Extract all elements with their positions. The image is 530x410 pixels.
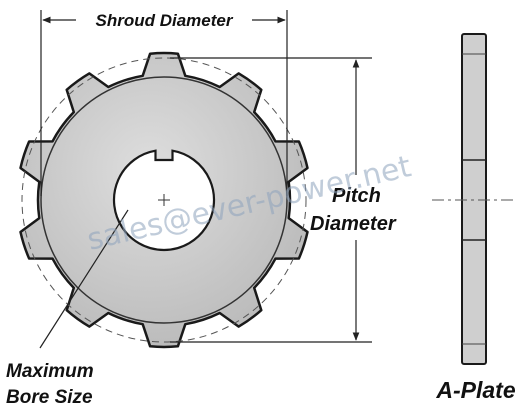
pitch-dimension: [170, 57, 372, 343]
pitch-circle: [21, 57, 307, 343]
pitch-label-line2: Diameter: [310, 213, 397, 235]
bore-label-line1: Maximum: [6, 361, 94, 382]
side-view-label: A-Plate: [435, 377, 515, 403]
pitch-label-line1: Pitch: [332, 185, 381, 207]
shroud-circle: [40, 76, 288, 324]
center-mark: [158, 194, 170, 206]
shroud-dimension: [40, 10, 288, 196]
bore-label-line2: Bore Size: [6, 387, 93, 408]
bore-leader-line: [39, 209, 129, 349]
shroud-diameter-label: Shroud Diameter: [96, 11, 234, 30]
plate-side-view: [432, 33, 516, 365]
sprocket-front-view: [19, 51, 309, 349]
